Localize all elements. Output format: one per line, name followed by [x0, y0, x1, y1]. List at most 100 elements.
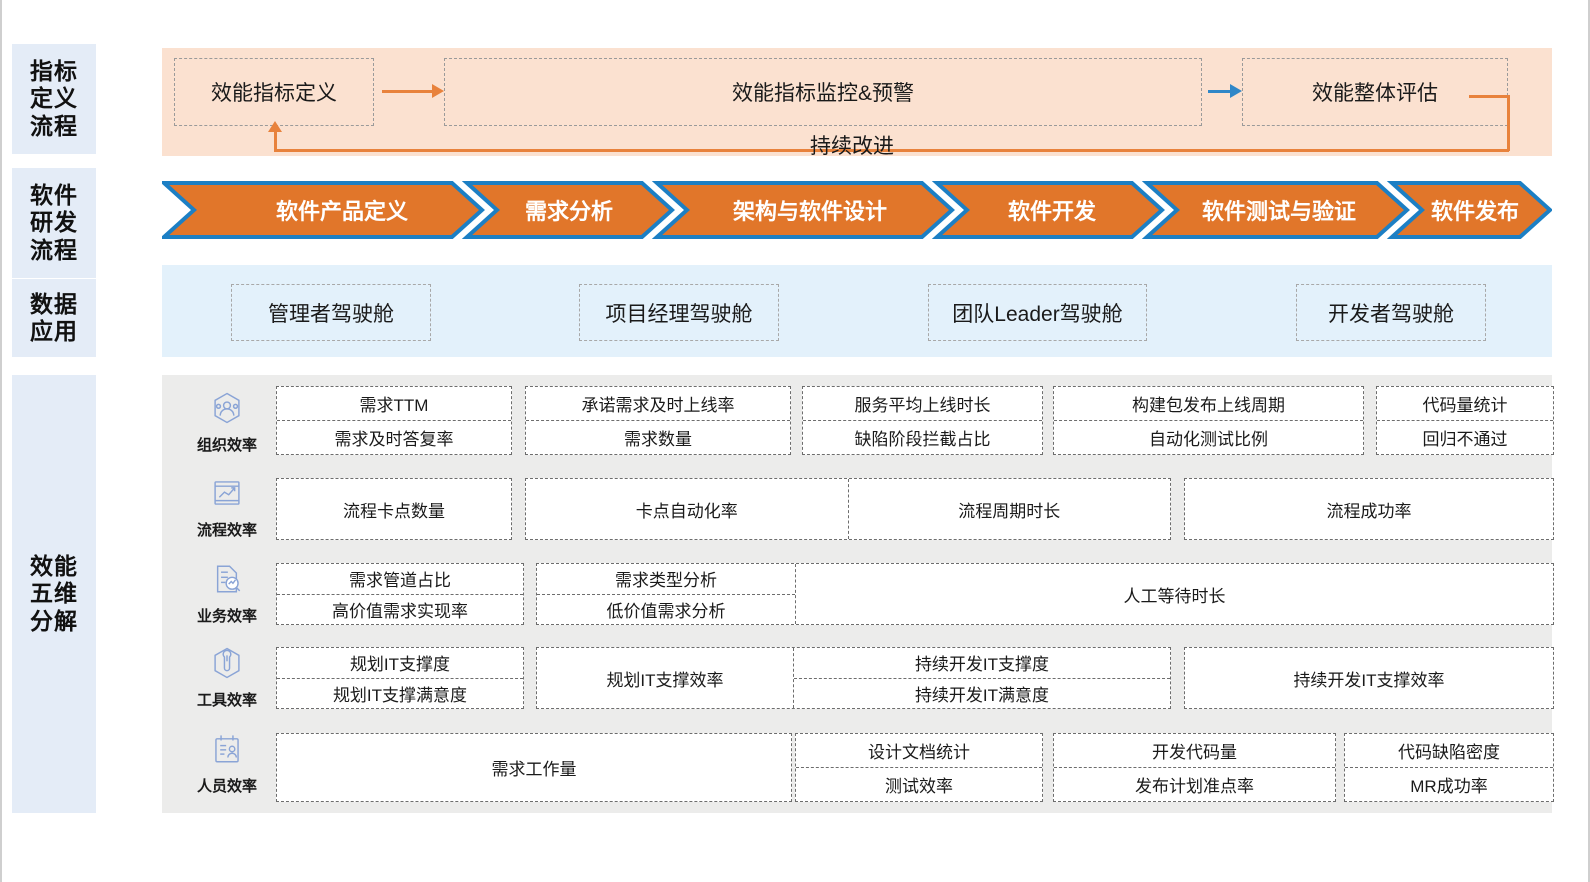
metric-cell[interactable]: MR成功率 — [1345, 767, 1553, 801]
group-org-5[interactable]: 代码量统计 回归不通过 — [1376, 386, 1554, 455]
metric-cell[interactable]: 规划IT支撑效率 — [606, 670, 724, 690]
rail-label-text: 指标定义流程 — [30, 58, 78, 139]
data-application-band — [162, 265, 1552, 357]
chevron-software-development — [931, 181, 1165, 239]
metric-cell[interactable]: 发布计划准点率 — [1054, 767, 1335, 801]
group-people-4[interactable]: 代码缺陷密度 MR成功率 — [1344, 733, 1554, 802]
chevron-label-software-release: 软件发布 — [1430, 199, 1519, 224]
group-org-1[interactable]: 需求TTM 需求及时答复率 — [276, 386, 512, 455]
dimension-tool-efficiency: 工具效率 — [182, 640, 272, 716]
metric-cell[interactable]: 规划IT支撑满意度 — [277, 677, 523, 709]
metric-cell[interactable]: 流程成功率 — [1326, 501, 1412, 521]
metric-cell[interactable]: 流程周期时长 — [847, 479, 1171, 539]
metric-cell[interactable]: 需求及时答复率 — [277, 420, 511, 454]
group-org-2[interactable]: 承诺需求及时上线率 需求数量 — [525, 386, 791, 455]
indicator-flow-band — [162, 48, 1552, 156]
box-developer-cockpit[interactable]: 开发者驾驶舱 — [1296, 284, 1486, 341]
rail-data-application: 数据应用 — [12, 279, 96, 357]
group-org-4[interactable]: 构建包发布上线周期 自动化测试比例 — [1053, 386, 1364, 455]
chevron-requirement-analysis — [461, 181, 675, 239]
dimension-label: 业务效率 — [196, 608, 257, 625]
loop-caption: 持续改进 — [810, 135, 894, 158]
chevron-architecture-design — [651, 181, 955, 239]
metric-cell[interactable]: 需求数量 — [526, 420, 790, 454]
group-biz-1[interactable]: 需求管道占比 高价值需求实现率 — [276, 563, 524, 625]
metric-cell[interactable]: 需求工作量 — [491, 760, 577, 779]
group-tool-1[interactable]: 规划IT支撑度 规划IT支撑满意度 — [276, 647, 524, 709]
metric-cell[interactable]: 缺陷阶段拦截占比 — [803, 420, 1042, 454]
loop-segment-bottom-horizontal — [274, 149, 1509, 152]
box-project-manager-cockpit[interactable]: 项目经理驾驶舱 — [579, 284, 779, 341]
chart-trend-icon — [210, 476, 244, 515]
loop-segment-top-right-stub — [1469, 95, 1509, 98]
metric-cell[interactable]: 回归不通过 — [1377, 420, 1553, 454]
metric-column: 需求类型分析 低价值需求分析 — [537, 564, 795, 624]
dimension-label: 人员效率 — [196, 778, 257, 795]
metric-cell[interactable]: 自动化测试比例 — [1054, 420, 1363, 454]
group-proc-2[interactable]: 卡点自动化率 流程周期时长 — [525, 478, 1171, 540]
document-search-icon — [210, 562, 244, 601]
metric-cell[interactable]: 设计文档统计 — [868, 743, 970, 762]
group-people-3[interactable]: 开发代码量 发布计划准点率 — [1053, 733, 1336, 802]
box-metric-definition[interactable]: 效能指标定义 — [174, 58, 374, 126]
rnd-flow-chevrons: 软件产品定义 需求分析 架构与软件设计 软件开发 软件测试与验证 软件发布 — [158, 181, 1553, 239]
metric-cell[interactable]: 持续开发IT支撑效率 — [1293, 670, 1445, 690]
group-tool-2[interactable]: 规划IT支撑效率 持续开发IT支撑度 持续开发IT满意度 — [536, 647, 1171, 709]
group-people-1[interactable]: 需求工作量 — [276, 733, 792, 802]
metric-cell[interactable]: 持续开发IT满意度 — [794, 677, 1170, 709]
metric-cell[interactable]: 高价值需求实现率 — [277, 593, 523, 625]
chevron-label-requirement-analysis: 需求分析 — [524, 199, 613, 224]
dimension-label: 组织效率 — [196, 437, 257, 454]
metric-cell[interactable]: 卡点自动化率 — [635, 501, 738, 521]
metric-cell[interactable]: 流程卡点数量 — [343, 501, 445, 521]
box-label: 项目经理驾驶舱 — [605, 302, 753, 326]
metric-cell[interactable]: 服务平均上线时长 — [854, 396, 991, 415]
group-proc-3[interactable]: 流程成功率 — [1184, 478, 1554, 540]
metric-cell[interactable]: 需求管道占比 — [349, 571, 451, 591]
box-label: 管理者驾驶舱 — [268, 302, 394, 326]
group-people-2[interactable]: 设计文档统计 测试效率 — [795, 733, 1043, 802]
metric-cell[interactable]: 低价值需求分析 — [537, 593, 795, 625]
rail-five-dimension-breakdown: 效能五维分解 — [12, 375, 96, 813]
person-card-icon — [210, 732, 244, 771]
loop-segment-left-vertical — [274, 132, 277, 151]
metric-column: 规划IT支撑效率 — [537, 648, 793, 708]
arrow-definition-to-monitor-head — [432, 84, 444, 98]
people-hexagon-icon — [210, 391, 244, 430]
box-label: 效能整体评估 — [1312, 82, 1438, 105]
metric-cell[interactable]: 承诺需求及时上线率 — [581, 396, 735, 415]
rail-indicator-definition-flow: 指标定义流程 — [12, 44, 96, 154]
box-manager-cockpit[interactable]: 管理者驾驶舱 — [231, 284, 431, 341]
arrow-monitor-to-evaluation-line — [1208, 90, 1230, 93]
metric-cell[interactable]: 开发代码量 — [1152, 743, 1237, 762]
metric-cell[interactable]: 测试效率 — [796, 767, 1042, 801]
group-org-3[interactable]: 服务平均上线时长 缺陷阶段拦截占比 — [802, 386, 1043, 455]
rail-label-text: 效能五维分解 — [30, 553, 78, 634]
loop-arrow-head-icon — [268, 121, 282, 132]
metric-cell[interactable]: 需求TTM — [359, 396, 429, 415]
box-metric-monitor-alert[interactable]: 效能指标监控&预警 — [444, 58, 1202, 126]
box-team-leader-cockpit[interactable]: 团队Leader驾驶舱 — [928, 284, 1147, 341]
metric-column: 持续开发IT支撑度 持续开发IT满意度 — [793, 648, 1170, 708]
metric-cell[interactable]: 持续开发IT支撑度 — [914, 655, 1050, 675]
group-biz-2[interactable]: 需求类型分析 低价值需求分析 人工等待时长 — [536, 563, 1554, 625]
metric-cell[interactable]: 规划IT支撑度 — [349, 655, 451, 675]
box-label: 效能指标监控&预警 — [731, 82, 914, 105]
group-proc-1[interactable]: 流程卡点数量 — [276, 478, 512, 540]
chevron-label-product-definition: 软件产品定义 — [275, 199, 408, 224]
metric-cell[interactable]: 构建包发布上线周期 — [1132, 396, 1285, 415]
dimension-label: 流程效率 — [196, 522, 257, 539]
group-tool-3[interactable]: 持续开发IT支撑效率 — [1184, 647, 1554, 709]
metric-cell[interactable]: 代码量统计 — [1422, 396, 1508, 415]
chevron-label-architecture-design: 架构与软件设计 — [732, 199, 887, 224]
box-overall-evaluation[interactable]: 效能整体评估 — [1242, 58, 1508, 126]
chevron-test-and-verification — [1141, 181, 1410, 239]
metric-cell[interactable]: 代码缺陷密度 — [1398, 743, 1500, 762]
dimension-process-efficiency: 流程效率 — [182, 470, 272, 546]
dimension-people-efficiency: 人员效率 — [182, 726, 272, 802]
chevron-product-definition — [158, 181, 485, 239]
chevron-label-software-development: 软件开发 — [1007, 199, 1096, 224]
metric-cell[interactable]: 需求类型分析 — [615, 571, 717, 591]
metric-cell[interactable]: 人工等待时长 — [1123, 586, 1226, 606]
